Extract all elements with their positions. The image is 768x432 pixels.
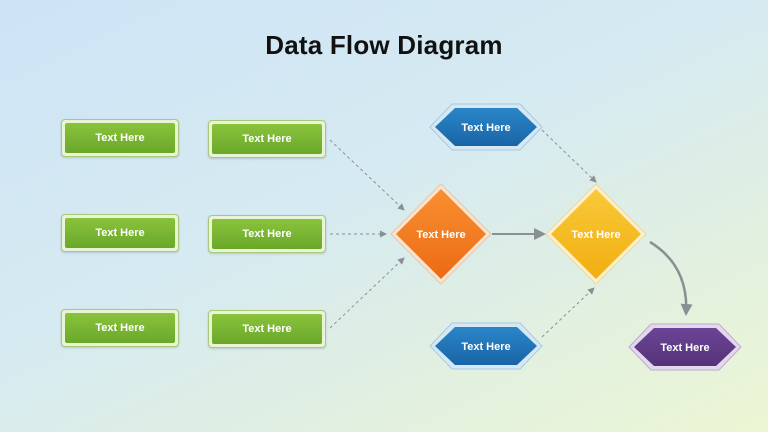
slide-title: Data Flow Diagram [265,30,503,60]
source-box-6[interactable]: Text Here [208,310,326,348]
source-box-label: Text Here [212,124,322,154]
curved-arrow [649,240,693,316]
output-hexagon[interactable]: Text Here [628,323,742,371]
hexagon-label: Text Here [660,342,709,354]
decision-diamond-yellow[interactable]: Text Here [545,183,647,285]
hexagon-label: Text Here [461,122,510,134]
source-box-1[interactable]: Text Here [61,119,179,157]
connector-line [329,139,405,211]
decision-label: Text Here [571,229,620,241]
source-box-4[interactable]: Text Here [208,120,326,158]
source-box-2[interactable]: Text Here [61,214,179,252]
source-box-label: Text Here [65,123,175,153]
source-box-5[interactable]: Text Here [208,215,326,253]
connector-line [541,129,597,183]
source-box-label: Text Here [212,219,322,249]
source-box-label: Text Here [65,313,175,343]
source-box-label: Text Here [65,218,175,248]
hexagon-label: Text Here [461,341,510,353]
decision-diamond-orange[interactable]: Text Here [390,183,492,285]
process-hexagon-top[interactable]: Text Here [429,103,543,151]
source-box-3[interactable]: Text Here [61,309,179,347]
source-box-label: Text Here [212,314,322,344]
connector-line [541,287,595,338]
connector-line [329,257,405,329]
decision-label: Text Here [416,229,465,241]
process-hexagon-bottom[interactable]: Text Here [429,322,543,370]
